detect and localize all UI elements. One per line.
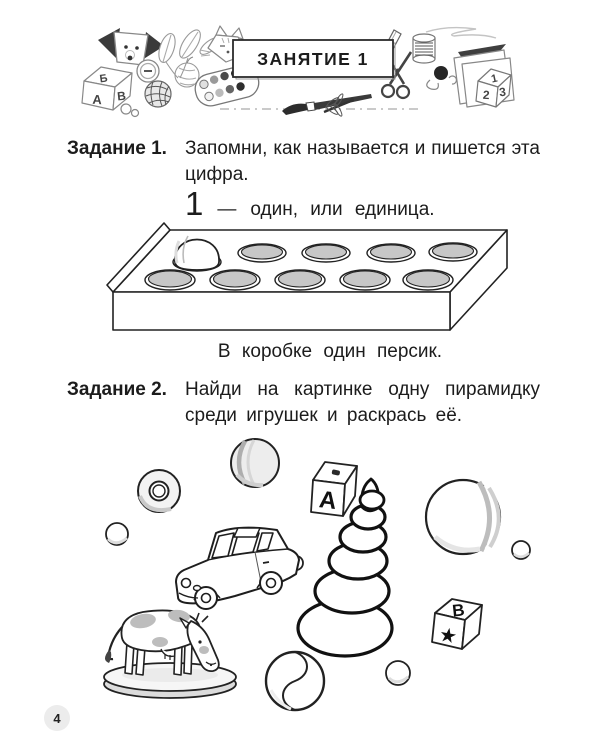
number-cube-icon: 1 2 3: [475, 68, 512, 108]
scribble-icon: [425, 26, 497, 39]
toy-cube-letter-b: В: [451, 600, 465, 620]
ring-toy-icon: [137, 469, 181, 513]
task2-label: Задание 2.: [67, 379, 167, 400]
header-illustration: Б А В: [81, 25, 515, 118]
task1-figure-caption: В коробке один персик.: [217, 341, 443, 362]
dragonfly-icon: [323, 93, 354, 117]
button-icon: [136, 59, 160, 83]
digit-one: 1: [185, 185, 204, 222]
box-left-wall: [106, 222, 171, 293]
cube-number-3: 3: [499, 85, 507, 100]
stacking-pyramid-icon: [296, 477, 394, 658]
toy-cube-star: ★: [437, 624, 458, 649]
box-front-face: [112, 291, 451, 331]
letter-cube-b-icon: В ★: [431, 598, 483, 650]
task1-label: Задание 1.: [67, 138, 167, 159]
origami-dog-icon: [98, 28, 164, 66]
cube-number-1: 1: [490, 73, 498, 86]
page-number: 4: [44, 705, 70, 731]
lesson-banner: ЗАНЯТИЕ 1: [232, 39, 396, 80]
peach: [174, 235, 220, 271]
dash: —: [217, 199, 237, 220]
small-ball-left-icon: [105, 522, 129, 546]
cube-letter-v: В: [117, 89, 127, 104]
yarn-ball-icon: [120, 80, 172, 118]
small-ball-bottom-icon: [385, 660, 411, 686]
digit-caption: один, или единица.: [250, 199, 435, 220]
alphabet-cube-icon: Б А В: [81, 66, 133, 111]
task1-line2: цифра.: [185, 164, 249, 185]
digit-definition: 1 — один, или единица.: [185, 185, 435, 223]
peach-box-figure: [106, 222, 508, 331]
toy-car-icon: [175, 526, 304, 610]
cube-letter-b-top: Б: [99, 73, 109, 86]
seam-ball-icon: [264, 650, 326, 712]
cube-number-2: 2: [482, 88, 490, 102]
toys-figure: А: [103, 438, 531, 712]
thread-spool-icon: [412, 33, 436, 64]
letter-cube-a-icon: А: [310, 461, 358, 517]
task2-line2: среди игрушек и раскрась её.: [185, 405, 463, 426]
toy-cube-letter-a: А: [318, 486, 339, 515]
box-cells-front-row: [144, 269, 454, 291]
cow-figurine-icon: [103, 609, 237, 699]
big-striped-ball-icon: [424, 478, 502, 556]
cube-letter-a: А: [92, 92, 103, 108]
small-ball-right-icon: [511, 540, 531, 560]
button-thread-icon: [426, 66, 458, 90]
striped-ball-icon: [230, 438, 280, 488]
lesson-banner-title: ЗАНЯТИЕ 1: [257, 49, 369, 69]
